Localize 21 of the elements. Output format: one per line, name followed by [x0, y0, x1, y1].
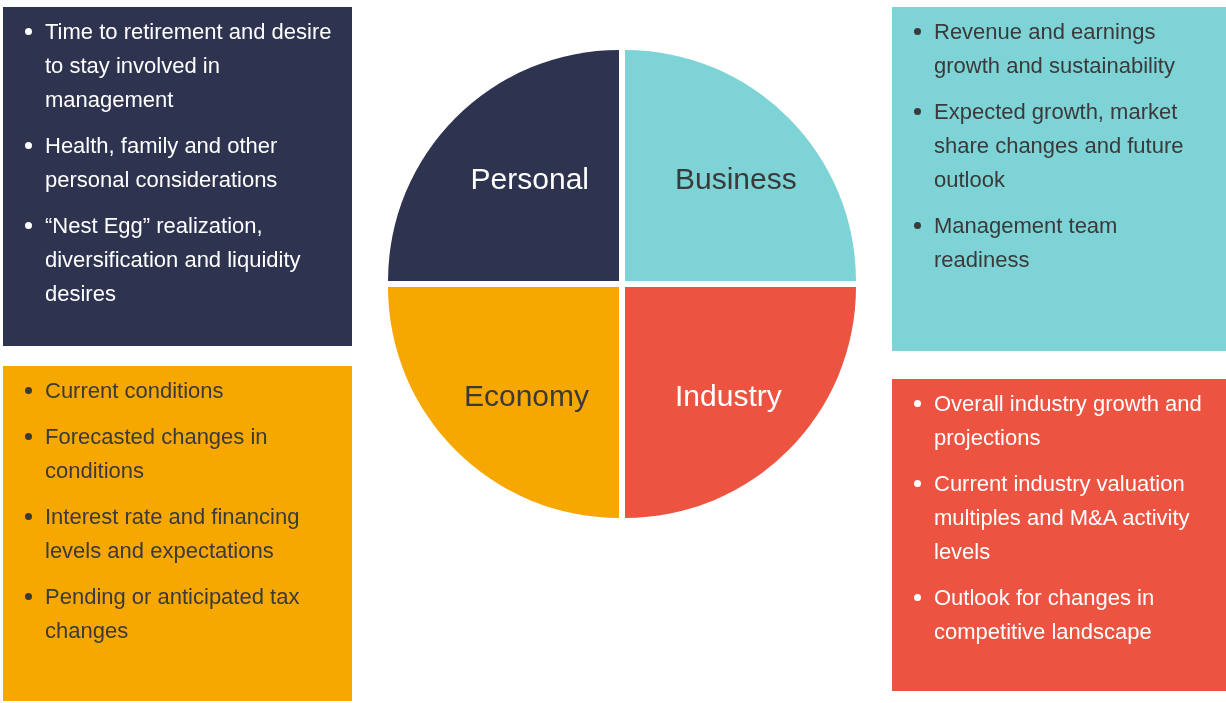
bullet-text: Health, family and other personal considerations: [45, 133, 278, 192]
bullet-text: Overall industry growth and projections: [934, 391, 1202, 450]
bullet-text: Pending or anticipated tax changes: [45, 584, 300, 643]
bullet-text: Revenue and earnings growth and sustainability: [934, 19, 1175, 78]
bullet-text: Current conditions: [45, 378, 224, 403]
text-panel: [892, 7, 1226, 351]
slice-label: Business: [675, 162, 797, 196]
bullet-text: Interest rate and financing levels and expectations: [45, 504, 300, 563]
text-panel: [3, 366, 352, 701]
bullet-text: Time to retirement and desire to stay involved in management: [45, 19, 332, 112]
slice-label: Economy: [463, 379, 589, 413]
text-panel: [892, 379, 1226, 691]
slice-label: Industry: [675, 379, 782, 413]
bullet-text: Management team readiness: [934, 213, 1118, 272]
bullet-text: Forecasted changes in conditions: [45, 424, 268, 483]
bullet-text: Expected growth, market share changes and future outlook: [934, 99, 1184, 192]
bullet-text: “Nest Egg” realization, diversification and liquidity desires: [45, 213, 301, 306]
text-panel: [3, 7, 352, 346]
bullet-text: Outlook for changes in competitive landscape: [934, 585, 1155, 644]
bullet-text: Current industry valuation multiples and M&A activity levels: [934, 471, 1190, 564]
slice-label: Personal: [470, 162, 589, 196]
